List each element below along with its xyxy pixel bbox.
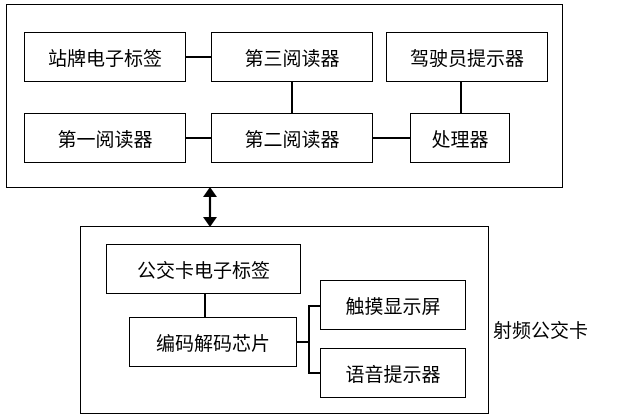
station-tag-box: 站牌电子标签 xyxy=(24,32,186,82)
connector-driver-prompter-processor xyxy=(460,82,462,113)
connector-reader-1-reader-2 xyxy=(186,137,211,139)
card-tag-box: 公交卡电子标签 xyxy=(106,244,301,294)
driver-prompter-box: 驾驶员提示器 xyxy=(386,32,548,82)
connector-station-tag-reader-3 xyxy=(186,56,211,58)
connector-reader-3-reader-2 xyxy=(291,82,293,113)
connector-branch-touch-display xyxy=(308,305,320,307)
codec-chip-box: 编码解码芯片 xyxy=(129,317,297,367)
connector-reader-2-processor xyxy=(373,137,410,139)
reader-3-box: 第三阅读器 xyxy=(211,32,373,82)
processor-box: 处理器 xyxy=(410,113,510,163)
connector-card-tag-codec-chip xyxy=(204,294,206,317)
reader-2-box: 第二阅读器 xyxy=(211,113,373,163)
connector-branch-vertical xyxy=(308,305,310,373)
connector-branch-voice-prompter xyxy=(308,372,320,374)
bidirectional-arrow-icon xyxy=(200,186,220,228)
voice-prompter-box: 语音提示器 xyxy=(320,348,466,398)
reader-1-box: 第一阅读器 xyxy=(24,113,186,163)
touch-display-box: 触摸显示屏 xyxy=(320,280,466,330)
rf-card-label: 射频公交卡 xyxy=(493,316,588,343)
